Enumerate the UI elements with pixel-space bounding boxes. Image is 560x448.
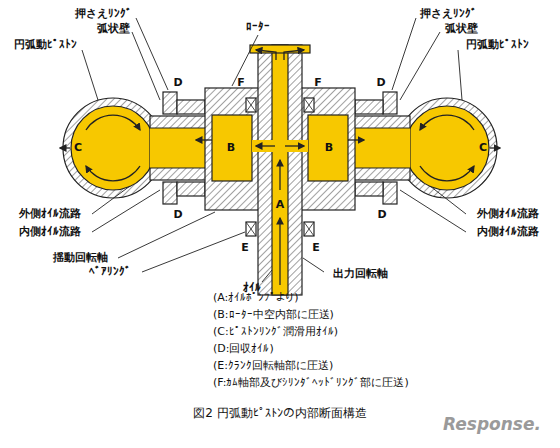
flow-letter: C	[479, 142, 487, 154]
part-label: 外側ｵｲﾙ流路	[19, 208, 81, 220]
legend-note: (E:ｸﾗﾝｸ回転軸部に圧送)	[213, 360, 333, 372]
part-label: 揺動回転軸	[53, 252, 108, 264]
flow-letter: D	[377, 209, 386, 221]
flow-letter: C	[74, 142, 82, 154]
legend-note: (A:ｵｲﾙﾎﾟﾝﾌﾟより)	[213, 292, 299, 304]
part-label: 出力回転軸	[333, 268, 388, 280]
part-label: 押さえﾘﾝｸﾞ	[420, 8, 477, 20]
part-label: 円弧動ﾋﾟｽﾄﾝ	[466, 39, 529, 51]
part-label: 内側ｵｲﾙ流路	[477, 226, 539, 238]
part-label: ﾛｰﾀｰ	[246, 21, 270, 33]
part-label: 弧状壁	[97, 23, 130, 35]
flow-letter: B	[325, 142, 333, 154]
flow-letter: D	[173, 77, 182, 89]
part-label: 内側ｵｲﾙ流路	[19, 226, 81, 238]
part-label: 押さえﾘﾝｸﾞ	[75, 8, 132, 20]
legend-note: (B:ﾛｰﾀｰ中空内部に圧送)	[213, 309, 334, 321]
legend-note: (C:ﾋﾟｽﾄﾝﾘﾝｸﾞ潤滑用ｵｲﾙ)	[213, 326, 338, 338]
part-label: 弧状壁	[445, 23, 478, 35]
flow-letter: E	[312, 242, 320, 254]
flow-letter: A	[276, 199, 285, 211]
watermark: Response.	[443, 415, 541, 434]
legend-note: (F:ｶﾑ軸部及びｼﾘﾝﾀﾞﾍｯﾄﾞﾘﾝｸﾞ部に圧送)	[213, 377, 409, 389]
flow-letter: F	[237, 77, 245, 89]
flow-letter: D	[376, 77, 385, 89]
flow-letter: E	[241, 242, 249, 254]
flow-letter: D	[173, 209, 182, 221]
part-label: ﾍﾞｱﾘﾝｸﾞ	[89, 266, 131, 278]
part-label: 円弧動ﾋﾟｽﾄﾝ	[14, 39, 77, 51]
part-label: 外側ｵｲﾙ流路	[477, 208, 539, 220]
figure-caption: 図2 円弧動ﾋﾟｽﾄﾝの内部断面構造	[193, 407, 366, 420]
flow-letter: F	[314, 77, 322, 89]
flow-letter: B	[227, 142, 235, 154]
legend-note: (D:回収ｵｲﾙ)	[213, 343, 274, 355]
